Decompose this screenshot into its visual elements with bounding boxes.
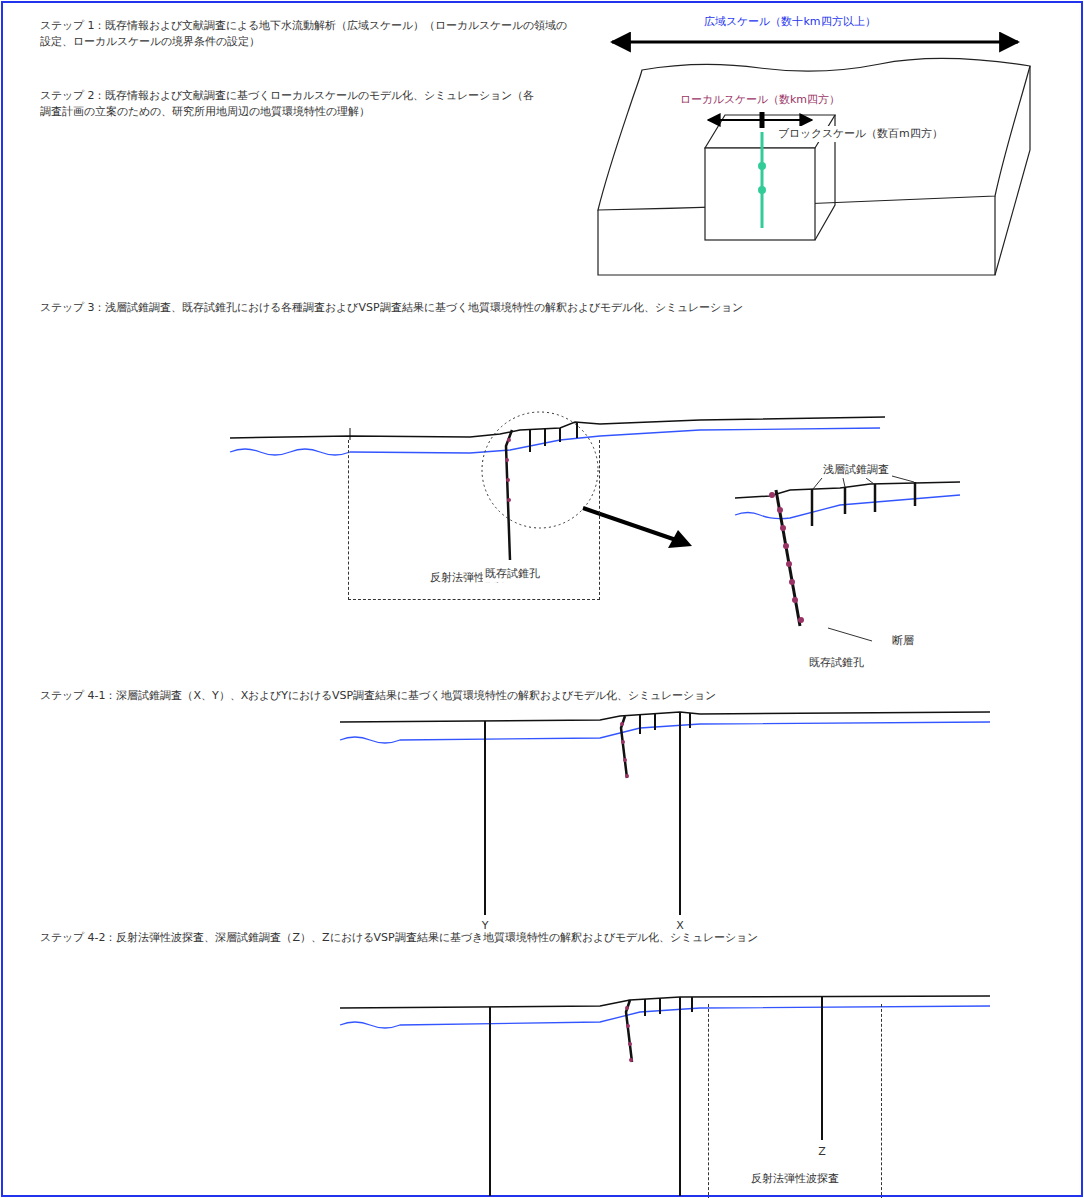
drawing-stroke	[230, 428, 880, 455]
drawing-stroke	[626, 1024, 630, 1028]
drawing-stroke	[789, 579, 795, 585]
drawing-stroke	[506, 430, 512, 560]
drawing-stroke	[623, 758, 627, 762]
drawing-stroke	[507, 498, 511, 502]
drawing-stroke	[758, 186, 766, 194]
drawing-stroke	[340, 1006, 990, 1028]
drawing-stroke	[769, 492, 775, 498]
drawing-stroke	[679, 712, 681, 915]
step-text: ステップ 3：浅層試錐調査、既存試錐孔における各種調査およびVSP調査結果に基づ…	[40, 300, 800, 316]
borehole-label: 既存試錐孔	[807, 655, 866, 671]
drawing-stroke	[620, 722, 624, 726]
drawing-stroke	[544, 429, 546, 446]
drawing-stroke	[639, 715, 641, 734]
drawing-stroke	[507, 438, 511, 442]
drawing-stroke	[758, 162, 766, 170]
drawing-stroke	[777, 507, 783, 513]
drawing-stroke	[679, 997, 681, 1196]
drawing-stroke	[761, 132, 764, 228]
drawing-stroke	[866, 478, 874, 484]
drawing-stroke	[654, 714, 656, 730]
drawing-stroke	[621, 716, 627, 778]
drawing-stroke	[689, 713, 691, 728]
drawing-stroke	[792, 597, 798, 603]
section-step4-2	[340, 996, 990, 1196]
drawing-stroke	[625, 1006, 633, 1062]
section-step3	[230, 412, 960, 641]
drawing-stroke	[780, 525, 786, 531]
scale-label: 広域スケール（数十km四方以上）	[702, 14, 877, 30]
drawing-stroke	[625, 1006, 629, 1010]
drawing-stroke	[629, 1058, 633, 1062]
step-text: ステップ 1：既存情報および文献調査による地下水流動解析（広域スケール）（ローカ…	[40, 18, 570, 50]
drawing-stroke	[482, 412, 598, 528]
drawing-stroke	[340, 722, 990, 743]
drawing-stroke	[995, 66, 1030, 275]
drawing-stroke	[769, 492, 804, 623]
step-text: ステップ 2：既存情報および文献調査に基づくローカルスケールのモデル化、シミュレ…	[40, 88, 540, 120]
drawing-stroke	[821, 996, 823, 1140]
drawing-stroke	[691, 997, 693, 1012]
survey-area: 反射法弾性波探査	[708, 1004, 882, 1198]
drawing-stroke	[626, 1000, 632, 1062]
borehole-label: 既存試錐孔	[483, 566, 542, 582]
drawing-stroke	[620, 722, 629, 778]
survey-label: 浅層試錐調査	[821, 462, 891, 478]
drawing-stroke	[230, 417, 885, 438]
drawing-stroke	[776, 490, 800, 626]
drawing-stroke	[350, 428, 351, 440]
drawing-stroke	[506, 478, 510, 482]
drawing-stroke	[625, 774, 629, 778]
drawing-stroke	[705, 148, 815, 240]
area-label: 反射法弾性波探査	[748, 1171, 842, 1186]
block-diagram	[598, 42, 1030, 275]
drawing-stroke	[843, 478, 845, 487]
step-text: ステップ 4-1：深層試錐調査（X、Y）、XおよびYにおけるVSP調査結果に基づ…	[40, 688, 800, 704]
drawing-stroke	[914, 482, 917, 506]
drawing-stroke	[644, 999, 646, 1016]
drawing-stroke	[484, 721, 486, 915]
fault-label: 断層	[890, 633, 916, 649]
drawing-stroke	[874, 484, 877, 512]
section-step4-1	[340, 712, 990, 915]
drawing-stroke	[844, 488, 847, 514]
scale-label: ローカルスケール（数km四方）	[678, 92, 842, 108]
borehole-letter: Z	[816, 1144, 828, 1160]
drawing-stroke	[798, 617, 804, 623]
drawing-stroke	[735, 495, 960, 519]
scale-label: ブロックスケール（数百m四方）	[776, 126, 945, 142]
drawing-stroke	[813, 476, 914, 641]
drawing-stroke	[735, 482, 960, 498]
drawing-stroke	[892, 476, 914, 482]
drawing-stroke	[659, 998, 661, 1014]
survey-area: 反射法弾性波探査	[348, 440, 600, 600]
drawing-stroke	[489, 1007, 491, 1196]
drawing-stroke	[583, 508, 676, 540]
drawing-stroke	[505, 458, 509, 462]
drawing-stroke	[760, 112, 765, 128]
step-text: ステップ 4-2：反射法弾性波探査、深層試錐調査（Z）、ZにおけるVSP調査結果…	[40, 930, 800, 946]
drawing-stroke	[340, 712, 990, 722]
drawing-stroke	[505, 438, 511, 502]
drawing-stroke	[783, 543, 789, 549]
drawing-stroke	[621, 740, 625, 744]
drawing-stroke	[628, 1042, 632, 1046]
drawing-stroke	[786, 561, 792, 567]
drawing-stroke	[668, 530, 692, 548]
drawing-stroke	[529, 430, 531, 452]
drawing-stroke	[811, 489, 814, 526]
drawing-stroke	[813, 478, 822, 489]
drawing-stroke	[612, 41, 1018, 44]
drawing-stroke	[828, 628, 872, 641]
